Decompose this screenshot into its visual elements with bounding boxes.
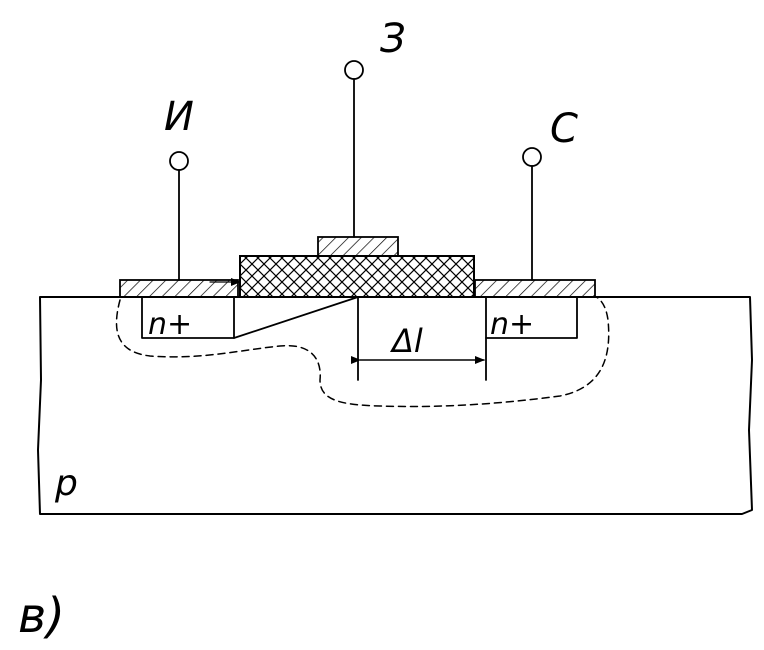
drain-contact <box>474 279 596 298</box>
drain-n-region <box>485 296 578 339</box>
gate-electrode <box>317 236 399 257</box>
drain-terminal <box>522 147 542 167</box>
source-region-label: n+ <box>148 307 192 342</box>
gate-terminal <box>344 60 364 80</box>
substrate-outline <box>37 296 753 515</box>
figure-letter: в) <box>18 588 65 644</box>
source-label: И <box>164 94 194 140</box>
source-terminal <box>169 151 189 171</box>
substrate-label: p <box>54 463 78 504</box>
induced-channel <box>233 296 359 339</box>
depletion-boundary <box>115 295 610 408</box>
gate-oxide <box>239 255 475 298</box>
source-n-region <box>141 296 235 339</box>
drain-region-label: n+ <box>490 307 534 342</box>
drain-label: С <box>550 106 578 152</box>
gate-label: З <box>380 16 406 62</box>
delta-length-label: Δl <box>389 322 423 360</box>
